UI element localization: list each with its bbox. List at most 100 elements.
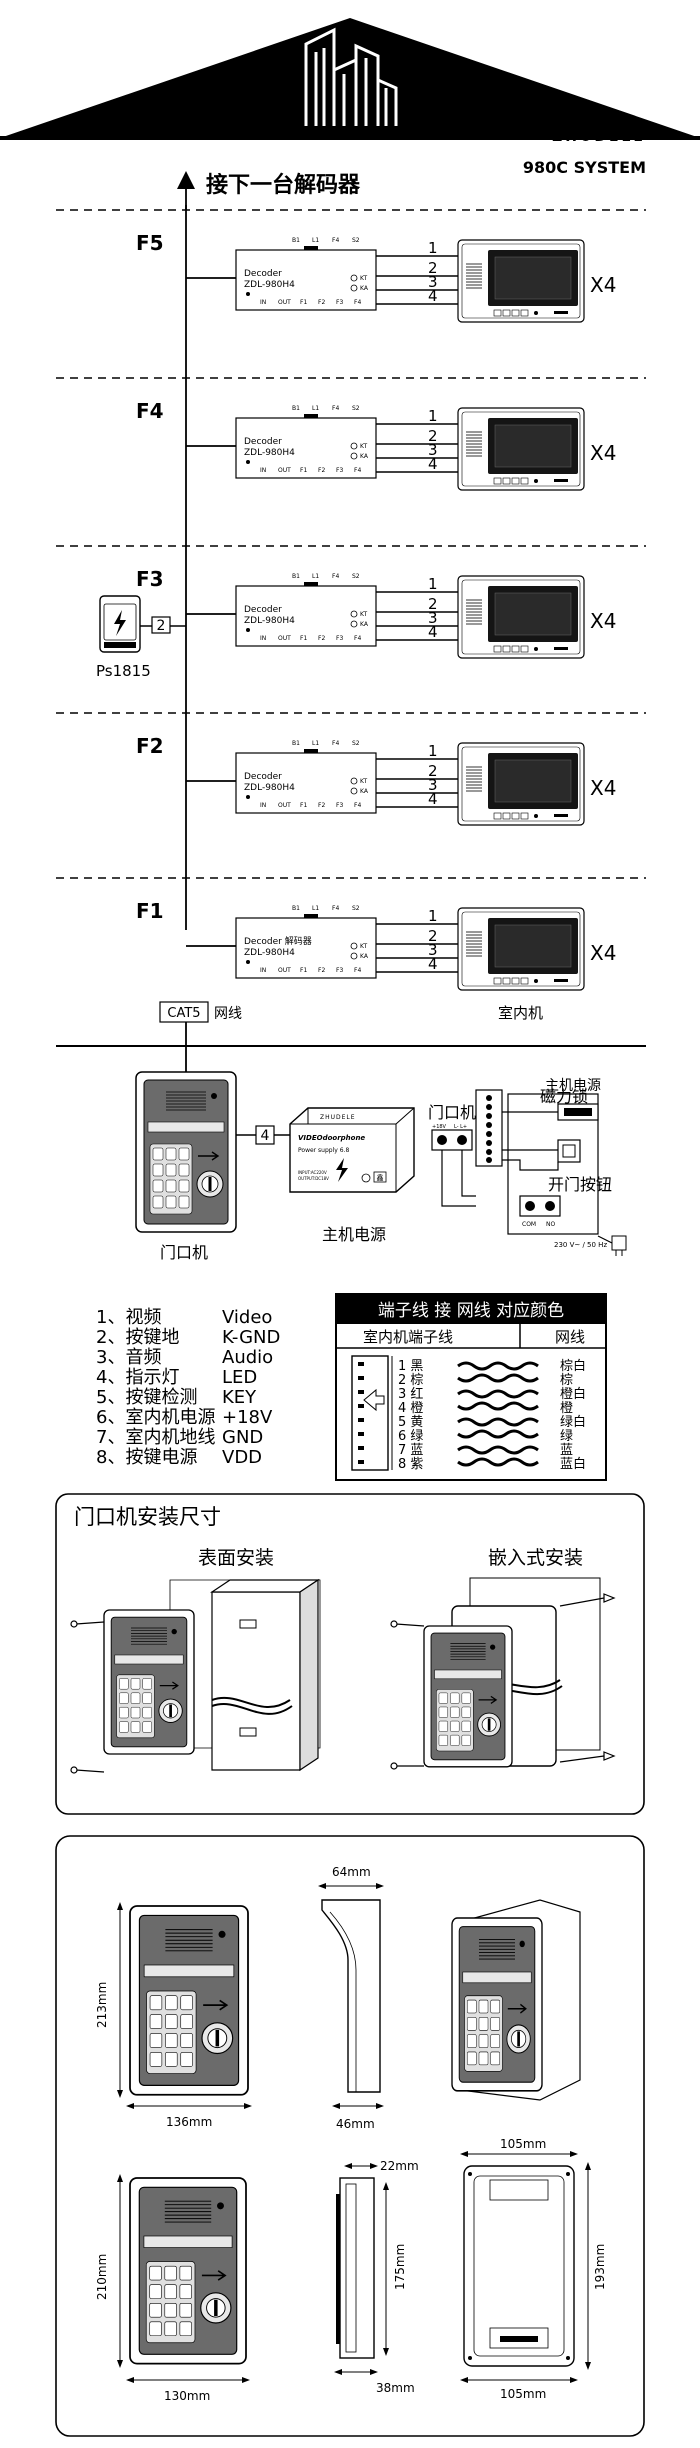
port-top: F4 bbox=[332, 573, 339, 580]
port-bottom: F4 bbox=[354, 967, 361, 974]
dim-box-top-label: 105mm bbox=[500, 2137, 546, 2151]
port-bottom: F2 bbox=[318, 635, 325, 642]
wire-table-title: 端子线 接 网线 对应颜色 bbox=[378, 1301, 564, 1321]
dim-depth-label: 64mm bbox=[332, 1865, 371, 1879]
com-label: COM bbox=[522, 1221, 536, 1228]
legend-item-cn: 3、音频 bbox=[96, 1347, 161, 1368]
dim-height-embedded-label: 210mm bbox=[95, 2254, 109, 2300]
roof-shape bbox=[0, 18, 700, 138]
legend-item-en: VDD bbox=[222, 1447, 262, 1468]
lock-panel-title: 主机电源 bbox=[545, 1078, 601, 1094]
decoder-output-lines bbox=[376, 758, 460, 808]
no-label: NO bbox=[546, 1221, 555, 1228]
terminal-block-door: +18V L- L+ bbox=[431, 1124, 473, 1151]
decoder-model: ZDL-980H4 bbox=[244, 280, 295, 290]
line-number: 1 bbox=[428, 907, 438, 925]
port-side: KA bbox=[360, 788, 369, 795]
port-top: L1 bbox=[312, 573, 319, 580]
power-unit-label: Ps1815 bbox=[96, 662, 151, 680]
port-bottom: IN bbox=[260, 467, 266, 474]
indoor-monitor bbox=[457, 742, 585, 826]
decoder-title: Decoder bbox=[244, 605, 282, 615]
door-wire-box bbox=[255, 1125, 275, 1145]
decoder-output-lines bbox=[376, 591, 460, 641]
network-wire: 棕 bbox=[560, 1373, 573, 1388]
twisted-pair-icon bbox=[457, 1361, 539, 1467]
power-video-brand: VIDEOdoorphone bbox=[298, 1134, 365, 1142]
monitor-count: X4 bbox=[590, 776, 616, 800]
port-side: KA bbox=[360, 953, 369, 960]
port-top: F4 bbox=[332, 740, 339, 747]
com-no-terminals: COM NO bbox=[519, 1195, 561, 1228]
terminal-plus-label: +18V bbox=[432, 1124, 447, 1130]
port-side: KT bbox=[360, 275, 367, 282]
door-station-label: 门口机 bbox=[160, 1243, 208, 1262]
port-bottom: F4 bbox=[354, 467, 361, 474]
indoor-monitor bbox=[457, 907, 585, 991]
port-bottom: F4 bbox=[354, 802, 361, 809]
indoor-monitor bbox=[457, 407, 585, 491]
signal-legend: 1、视频 Video 2、按键地 K-GND 3、音频 Audio 4、指示灯 … bbox=[96, 1307, 280, 1468]
network-wire: 棕白 bbox=[560, 1358, 586, 1374]
terminal-wire: 6 绿 bbox=[398, 1429, 423, 1444]
power-supply-text: Power supply 6.8 bbox=[298, 1147, 349, 1154]
line-number: 1 bbox=[428, 575, 438, 593]
wire-table-col-left: 室内机端子线 bbox=[363, 1328, 453, 1346]
port-bottom: IN bbox=[260, 635, 266, 642]
port-bottom: F3 bbox=[336, 967, 343, 974]
terminal-wire: 2 棕 bbox=[398, 1373, 423, 1388]
line-number: 1 bbox=[428, 407, 438, 425]
port-side: KA bbox=[360, 285, 369, 292]
install-title: 门口机安装尺寸 bbox=[74, 1505, 221, 1529]
decoder-box: Decoder ZDL-980H4 B1 L1 F4 S2 KT KA IN O… bbox=[235, 237, 377, 311]
line-number: 1 bbox=[428, 742, 438, 760]
main-power-box: ZHUDELE VIDEOdoorphone Power supply 6.8 … bbox=[289, 1107, 415, 1193]
port-bottom: OUT bbox=[278, 635, 291, 642]
port-bottom: F4 bbox=[354, 635, 361, 642]
port-bottom: F2 bbox=[318, 299, 325, 306]
decoder-model: ZDL-980H4 bbox=[244, 448, 295, 458]
port-bottom: F1 bbox=[300, 299, 307, 306]
header bbox=[0, 18, 700, 140]
door-station-front-view bbox=[129, 1905, 249, 2096]
port-side: KA bbox=[360, 453, 369, 460]
port-bottom: F2 bbox=[318, 802, 325, 809]
port-top: L1 bbox=[312, 405, 319, 412]
port-top: B1 bbox=[292, 905, 300, 912]
port-bottom: F1 bbox=[300, 635, 307, 642]
line-number: 3 bbox=[428, 776, 438, 794]
dim-top-depth-label: 22mm bbox=[380, 2159, 419, 2173]
legend-item-cn: 6、室内机电源 bbox=[96, 1407, 215, 1428]
wire-count-box bbox=[151, 616, 171, 634]
terminal-wire: 3 红 bbox=[398, 1386, 423, 1402]
decoder-title: Decoder 解码器 bbox=[244, 935, 312, 947]
floor-section-f1: F1 Decoder 解码器 ZDL-980H4 B1 L1 F4 S2 KT … bbox=[56, 877, 646, 1023]
floor-section-f2: F2 Decoder ZDL-980H4 B1 L1 F4 S2 KT KA I… bbox=[56, 712, 646, 826]
dim-base-label: 46mm bbox=[336, 2117, 375, 2131]
decoder-title: Decoder bbox=[244, 772, 282, 782]
floor-section-f5: F5 Decoder ZDL-980H4 B1 L1 F4 S2 KT KA I… bbox=[56, 209, 646, 323]
decoder-box: Decoder ZDL-980H4 B1 L1 F4 S2 KT KA IN O… bbox=[235, 573, 377, 647]
main-power-label: 主机电源 bbox=[322, 1225, 386, 1244]
power-mark: 鑫 bbox=[377, 1173, 384, 1182]
floor-label: F4 bbox=[136, 399, 164, 423]
port-top: L1 bbox=[312, 237, 319, 244]
lock-wiring-panel: 主机电源 门口机 +18V L- L+ 磁力锁 开门按钮 bbox=[428, 1078, 627, 1256]
cable-type: CAT5 bbox=[167, 1006, 200, 1021]
dim-box-bottom-label: 105mm bbox=[500, 2387, 546, 2401]
terminal-wire: 5 黄 bbox=[398, 1415, 423, 1430]
decoder-model: ZDL-980H4 bbox=[244, 783, 295, 793]
port-side: KA bbox=[360, 621, 369, 628]
floor-label: F2 bbox=[136, 734, 164, 758]
lightning-icon bbox=[114, 610, 126, 636]
decoder-output-lines bbox=[376, 923, 460, 973]
line-number: 1 bbox=[428, 239, 438, 257]
floor-label: F5 bbox=[136, 231, 164, 255]
decoder-output-lines bbox=[376, 255, 460, 305]
port-top: F4 bbox=[332, 905, 339, 912]
legend-item-en: Video bbox=[222, 1307, 272, 1328]
cable-label: 网线 bbox=[214, 1006, 242, 1022]
door-station-side-view bbox=[318, 1883, 384, 2109]
line-number: 4 bbox=[428, 790, 438, 808]
line-number: 4 bbox=[428, 287, 438, 305]
